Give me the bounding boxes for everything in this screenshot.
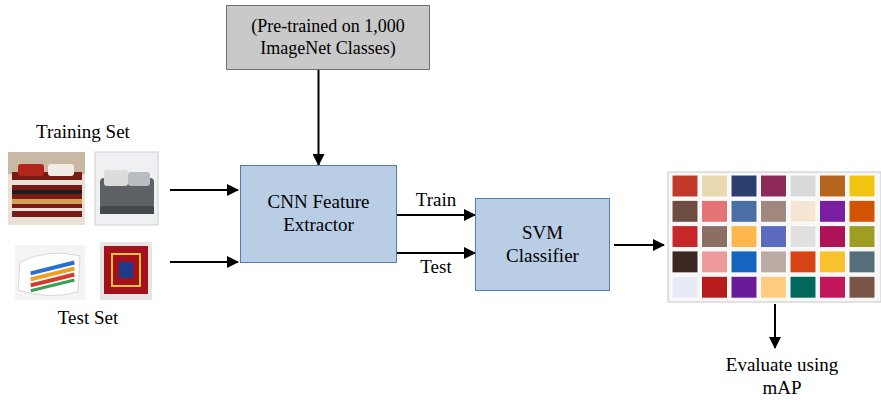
flow-arrow: [397, 214, 475, 216]
result-image-grid: [702, 251, 728, 273]
training-image: [95, 152, 158, 225]
input-arrow: [170, 261, 238, 263]
flow-arrow: [397, 252, 475, 254]
box-text: SVM Classifier: [484, 222, 601, 268]
test-image: [112, 254, 140, 286]
result-image-grid: [849, 251, 875, 273]
result-image-grid: [761, 276, 787, 298]
training-image: [104, 170, 128, 186]
result-image-grid: [731, 200, 757, 222]
pretrained-note-box: (Pre-trained on 1,000 ImageNet Classes): [226, 5, 430, 70]
test-image: [15, 245, 85, 300]
test-image: [30, 278, 74, 292]
result-image-grid: [672, 251, 698, 273]
test-image: [100, 242, 152, 300]
input-arrow: [170, 189, 238, 191]
flow-arrow: [318, 70, 320, 165]
test-image: [119, 262, 133, 278]
training-image: [8, 152, 85, 225]
box-text: CNN Feature Extractor: [249, 191, 388, 237]
training-image: [95, 152, 158, 225]
result-image-grid: [702, 276, 728, 298]
training-image: [12, 172, 82, 217]
test-image: [104, 246, 148, 294]
process-box: CNN Feature Extractor: [240, 165, 397, 263]
result-image-grid: [849, 175, 875, 197]
evaluation-label: Evaluate using mAP: [707, 354, 857, 400]
result-image-grid: [820, 200, 846, 222]
set-label: Training Set: [13, 121, 153, 144]
training-image: [8, 152, 85, 225]
edge-label: Train: [416, 189, 456, 212]
process-box: SVM Classifier: [475, 198, 610, 291]
result-image-grid: [672, 276, 698, 298]
edge-label: Test: [420, 256, 451, 279]
result-image-grid: [672, 175, 698, 197]
training-image: [128, 172, 150, 186]
result-image-grid: [849, 276, 875, 298]
result-image-grid: [672, 226, 698, 248]
set-label: Test Set: [18, 307, 158, 330]
result-image-grid: [761, 200, 787, 222]
result-image-grid: [731, 251, 757, 273]
result-image-grid: [702, 226, 728, 248]
result-image-grid: [702, 200, 728, 222]
training-image: [48, 164, 74, 176]
result-image-grid: [731, 276, 757, 298]
evaluate-arrow: [774, 304, 776, 348]
test-image: [100, 242, 152, 300]
training-image: [100, 206, 154, 214]
result-image-grid: [702, 175, 728, 197]
result-image-grid: [761, 226, 787, 248]
training-image: [12, 190, 82, 194]
result-image-grid: [790, 175, 816, 197]
result-image-grid: [849, 200, 875, 222]
output-arrow: [614, 244, 664, 246]
result-image-grid: [790, 251, 816, 273]
result-image-grid: [731, 226, 757, 248]
result-image-grid: [672, 200, 698, 222]
result-image-grid: [761, 251, 787, 273]
training-image: [12, 180, 82, 185]
training-image: [12, 208, 82, 211]
test-image: [18, 253, 80, 295]
result-image-grid: [790, 200, 816, 222]
training-image: [18, 164, 44, 176]
result-image-grid: [820, 175, 846, 197]
result-image-grid: [820, 276, 846, 298]
result-image-grid: [668, 172, 881, 302]
result-image-grid: [849, 226, 875, 248]
result-image-grid: [790, 276, 816, 298]
result-image-grid: [790, 226, 816, 248]
result-image-grid: [761, 175, 787, 197]
result-image-grid: [668, 172, 881, 302]
box-text: (Pre-trained on 1,000 ImageNet Classes): [235, 16, 421, 59]
result-image-grid: [820, 251, 846, 273]
result-image-grid: [820, 226, 846, 248]
result-image-grid: [731, 175, 757, 197]
test-image: [15, 245, 85, 300]
training-image: [12, 199, 82, 204]
